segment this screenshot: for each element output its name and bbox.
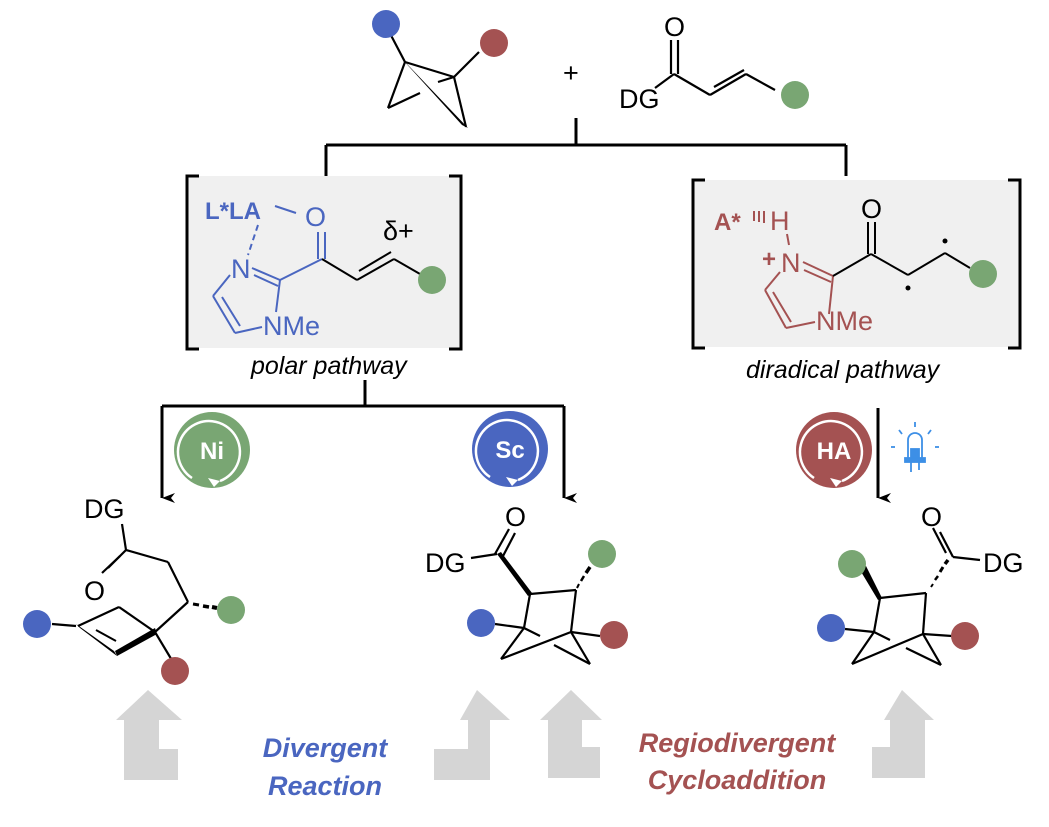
enone-reactant: DG O — [619, 12, 809, 114]
polar-intermediate-panel: L*LA O N NMe δ+ — [185, 174, 463, 351]
blue-substituent-dot — [23, 610, 51, 638]
red-substituent-dot — [951, 622, 979, 650]
svg-text:δ+: δ+ — [383, 216, 414, 246]
polar-pathway-caption: polar pathway — [250, 352, 408, 380]
svg-text:DG: DG — [425, 548, 466, 578]
green-substituent-dot — [217, 596, 245, 624]
svg-text:O: O — [664, 12, 685, 42]
svg-text:O: O — [505, 502, 526, 532]
divergent-reaction-label: Divergent Reaction — [263, 733, 389, 801]
regiodivergent-cycloaddition-label: Regiodivergent Cycloaddition — [639, 728, 837, 795]
product-sc-bicyclohexane: DG O — [425, 502, 628, 665]
bicyclobutane-reactant — [372, 10, 508, 128]
svg-text:O: O — [861, 194, 882, 224]
blue-substituent-dot — [817, 614, 845, 642]
svg-text:DG: DG — [84, 494, 125, 524]
catalyst-badge-ni: Ni — [174, 412, 250, 488]
svg-text:O: O — [84, 576, 105, 606]
green-substituent-dot — [838, 550, 866, 578]
green-substituent-dot — [781, 81, 809, 109]
catalyst-badge-ha: HA — [796, 412, 872, 488]
svg-text:Regiodivergent: Regiodivergent — [639, 728, 837, 758]
svg-text:N: N — [781, 248, 801, 278]
green-substituent-dot — [418, 266, 446, 294]
svg-text:Sc: Sc — [495, 437, 524, 464]
svg-text:Reaction: Reaction — [268, 771, 382, 801]
polar-branch-arrows — [160, 380, 577, 503]
green-substituent-dot — [588, 540, 616, 568]
svg-text:DG: DG — [983, 548, 1024, 578]
svg-text:DG: DG — [619, 84, 660, 114]
svg-text:L*LA: L*LA — [205, 198, 261, 225]
svg-text:Cycloaddition: Cycloaddition — [648, 765, 827, 795]
svg-text:Ni: Ni — [200, 438, 224, 465]
svg-text:N: N — [231, 254, 251, 284]
red-substituent-dot — [600, 621, 628, 649]
divergent-bracket-arrows — [116, 690, 510, 780]
catalyst-badge-sc: Sc — [472, 411, 548, 487]
svg-text:+: + — [762, 246, 776, 273]
regiodivergent-bracket-arrows — [540, 690, 934, 778]
blue-substituent-dot — [467, 609, 495, 637]
svg-text:O: O — [305, 202, 326, 232]
svg-text:NMe: NMe — [816, 306, 873, 336]
green-substituent-dot — [969, 260, 997, 288]
svg-text:O: O — [921, 502, 942, 532]
red-substituent-dot — [480, 29, 508, 57]
diradical-intermediate-panel: A* H + N NMe O — [691, 178, 1022, 350]
radical-dot — [905, 285, 911, 291]
blue-substituent-dot — [372, 10, 400, 38]
led-light-icon — [891, 422, 939, 472]
radical-dot — [942, 238, 948, 244]
plus-sign: + — [563, 58, 579, 88]
svg-text:A*: A* — [714, 209, 741, 236]
product-ni-cyclobutene: DG O — [23, 494, 245, 685]
svg-text:H: H — [770, 206, 790, 236]
svg-text:HA: HA — [817, 438, 852, 465]
diradical-pathway-caption: diradical pathway — [746, 356, 941, 384]
svg-text:NMe: NMe — [263, 311, 320, 341]
red-substituent-dot — [161, 657, 189, 685]
product-ha-bicyclohexane: DG O — [817, 502, 1024, 666]
branch-connector-top — [324, 118, 848, 176]
svg-text:Divergent: Divergent — [263, 733, 389, 763]
